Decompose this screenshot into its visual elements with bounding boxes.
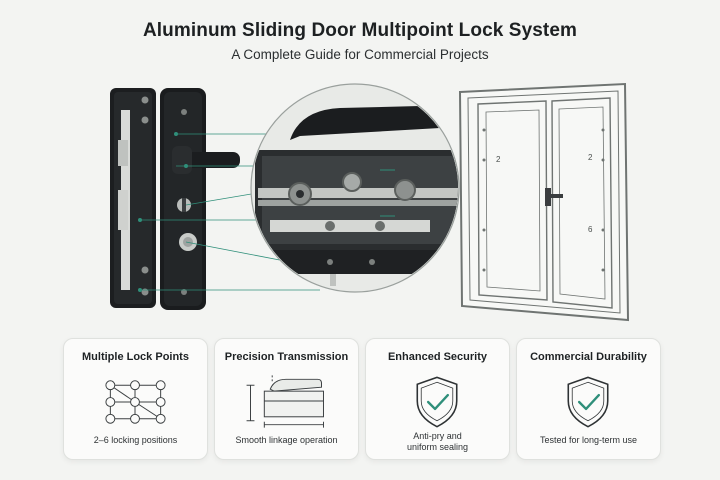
feature-card-commercial-durability: Commercial Durability Tested for long-te… <box>516 338 661 460</box>
multipoint-lock-body <box>110 88 156 308</box>
sliding-door-frame <box>458 82 630 322</box>
motion-arrows <box>380 169 395 217</box>
lock-system-illustration: 2 2 6 <box>110 82 630 322</box>
door-label-right-top: 2 <box>588 153 593 162</box>
feature-card-multiple-lock-points: Multiple Lock Points 2–6 locking positio… <box>63 338 208 460</box>
door-label-left: 2 <box>496 155 501 164</box>
feature-card-precision-transmission: Precision Transmission Smooth linkage op… <box>214 338 359 460</box>
door-label-right-bottom: 6 <box>588 225 593 234</box>
handle-blueprint-icon <box>246 375 324 428</box>
feature-caption: Smooth linkage operation <box>235 435 338 445</box>
page-subtitle: A Complete Guide for Commercial Projects <box>231 47 489 62</box>
feature-caption: 2–6 locking positions <box>93 435 178 445</box>
leader-lines <box>140 133 320 291</box>
feature-title: Precision Transmission <box>224 351 349 363</box>
page-title: Aluminum Sliding Door Multipoint Lock Sy… <box>142 20 577 41</box>
lock-points-grid-icon <box>105 380 166 424</box>
feature-title: Multiple Lock Points <box>82 351 189 363</box>
feature-caption-line2: uniform sealing <box>406 442 469 452</box>
handle-plate <box>160 88 240 310</box>
shield-check-icon <box>416 376 458 428</box>
leader-dots <box>138 132 188 292</box>
feature-caption-line1: Anti-pry and <box>413 431 462 441</box>
feature-card-enhanced-security: Enhanced Security Anti-pry and uniform s… <box>365 338 510 460</box>
feature-title: Enhanced Security <box>387 351 488 363</box>
magnified-mechanism-detail <box>250 83 460 293</box>
feature-caption: Tested for long-term use <box>539 435 638 445</box>
shield-check-icon <box>567 376 609 428</box>
feature-caption: Anti-pry and uniform sealing <box>366 431 509 453</box>
feature-title: Commercial Durability <box>530 351 647 363</box>
